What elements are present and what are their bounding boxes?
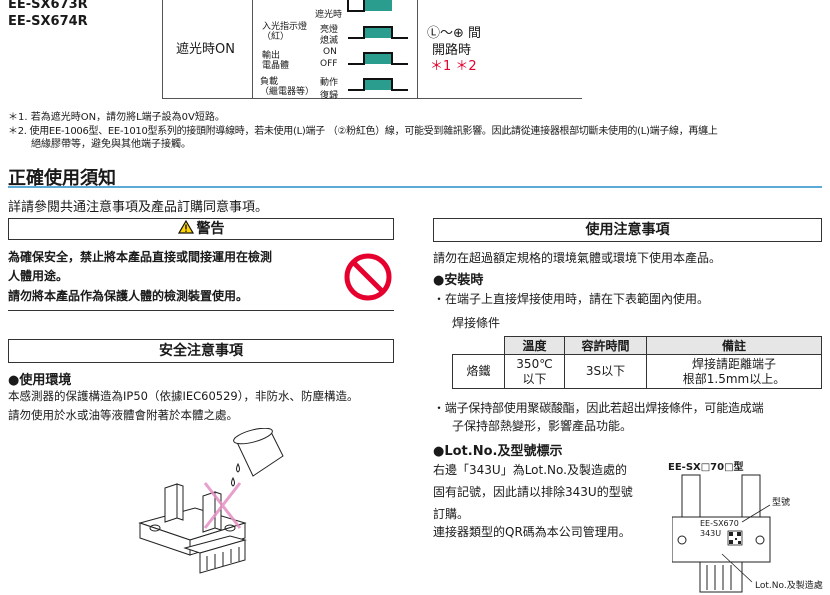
wave-fill-transistor <box>364 53 392 64</box>
weld-note: 焊接請距離端子根部1.5mm以上。 <box>646 354 822 389</box>
row-label-transistor: 輸出 電晶體 <box>262 51 290 71</box>
row-label-light-state: 遮光時 <box>315 10 343 20</box>
model-callout: 型號 <box>772 498 791 508</box>
warning-triangle-icon <box>177 219 194 234</box>
mode-label: 遮光時ON <box>176 42 235 57</box>
usage-intro: 請勿在超過額定規格的環境氣體或環境下使用本產品。 <box>433 251 722 265</box>
model-name-1: EE-SX673R <box>8 0 88 12</box>
state-indicator-off: 熄滅 <box>320 36 339 46</box>
section-title: 正確使用須知 <box>8 168 116 189</box>
state-load-off: 復歸 <box>320 91 339 101</box>
lot-line-1: 右邊「343U」為Lot.No.及製造處的 <box>433 463 627 477</box>
warning-header: 警告 <box>8 218 394 240</box>
warning-line-1: 為確保安全，禁止將本產品直接或間接運用在檢測 <box>8 250 273 264</box>
lot-line-4: 連接器類型的QR碼為本公司管理用。 <box>433 525 631 539</box>
top-table-frame <box>162 0 582 99</box>
warning-line-3: 請勿將本產品作為保護人體的檢測裝置使用。 <box>8 289 249 303</box>
install-bullet: ・在端子上直接焊接使用時，請在下表範圍內使用。 <box>433 292 710 306</box>
env-line-2: 請勿使用於水或油等液體會附著於本體之處。 <box>8 408 238 422</box>
connection-notes: ＊1 ＊2 <box>430 59 477 74</box>
weld-header-time: 容許時間 <box>564 336 647 355</box>
weld-header-note: 備註 <box>646 336 822 355</box>
wave-line-indicator <box>348 26 408 39</box>
holder-line-1: ・端子保持部使用聚碳酸酯，因此若超出焊接條件，可能造成端 <box>433 401 764 415</box>
section-rule <box>8 186 822 188</box>
connection-line-1: Ⓛ〜⊕ 間 <box>427 26 482 41</box>
lot-line-2: 固有記號，因此請以排除343U的型號 <box>433 485 633 499</box>
lot-title: ●Lot.No.及型號標示 <box>433 444 563 459</box>
diagram-title: EE-SX□70□型 <box>668 462 744 473</box>
warning-header-label: 警告 <box>196 221 225 237</box>
connection-line-2: 開路時 <box>432 43 472 58</box>
weld-note-line-1: 焊接請距離端子 <box>691 356 776 371</box>
top-table-divider-2 <box>417 0 418 99</box>
holder-line-2: 子保持部熱變形，影響產品功能。 <box>452 419 633 433</box>
weld-header-blank <box>452 336 505 355</box>
weld-time: 3S以下 <box>564 354 647 389</box>
section-intro: 詳請參閱共通注意事項及產品訂購同意事項。 <box>8 200 269 215</box>
state-indicator-on: 亮燈 <box>320 25 339 35</box>
sensor-liquid-drawing <box>138 428 284 574</box>
weld-header-temp: 溫度 <box>504 336 565 355</box>
state-transistor-off: OFF <box>320 59 338 69</box>
usage-header: 使用注意事項 <box>433 218 822 242</box>
weld-temp-value: 350℃ <box>516 356 553 371</box>
row-label-load: 負載 （繼電器等） <box>260 77 315 97</box>
weld-note-line-2: 根部1.5mm以上。 <box>682 371 786 386</box>
state-transistor-on: ON <box>323 47 337 57</box>
install-title: ●安裝時 <box>433 273 484 288</box>
env-title: ●使用環境 <box>8 373 72 388</box>
wave-line-load <box>348 78 408 91</box>
weld-caption: 焊接條件 <box>452 316 501 330</box>
label-lot-text: 343U <box>700 529 722 538</box>
lot-line-3: 訂購。 <box>433 507 470 521</box>
sensor-label-diagram <box>672 474 771 593</box>
wave-fill-top <box>364 0 392 11</box>
env-line-1: 本感測器的保護構造為IP50（依據IEC60529），非防水、防塵構造。 <box>8 389 359 403</box>
safety-header: 安全注意事項 <box>8 339 394 363</box>
wave-fill-load <box>364 79 392 90</box>
state-load-on: 動作 <box>320 78 339 88</box>
footnote-1: ＊1. 若為遮光時ON，請勿將L端子設為0V短路。 <box>8 112 225 123</box>
prohibition-icon <box>344 253 392 301</box>
wave-line-transistor <box>348 52 408 65</box>
timing-waveforms <box>347 0 408 91</box>
footnote-2: ＊2. 使用EE-1006型、EE-1010型系列的接頭附導線時，若未使用(L)… <box>8 126 718 137</box>
weld-item: 烙鐵 <box>452 354 505 389</box>
label-model-text: EE-SX670 <box>700 519 739 528</box>
wave-line-top <box>347 0 365 12</box>
footnote-2-cont: 絕緣膠帶等，避免與其他端子接觸。 <box>31 139 191 150</box>
top-table-divider-1 <box>252 0 253 99</box>
model-name-2: EE-SX674R <box>8 14 88 29</box>
warning-line-2: 人體用途。 <box>8 269 69 283</box>
lot-callout: Lot.No.及製造處 <box>755 581 823 591</box>
weld-temp-qualifier: 以下 <box>522 371 547 386</box>
row-label-indicator: 入光指示燈 （紅） <box>262 22 308 42</box>
wave-fill-indicator <box>364 27 392 38</box>
